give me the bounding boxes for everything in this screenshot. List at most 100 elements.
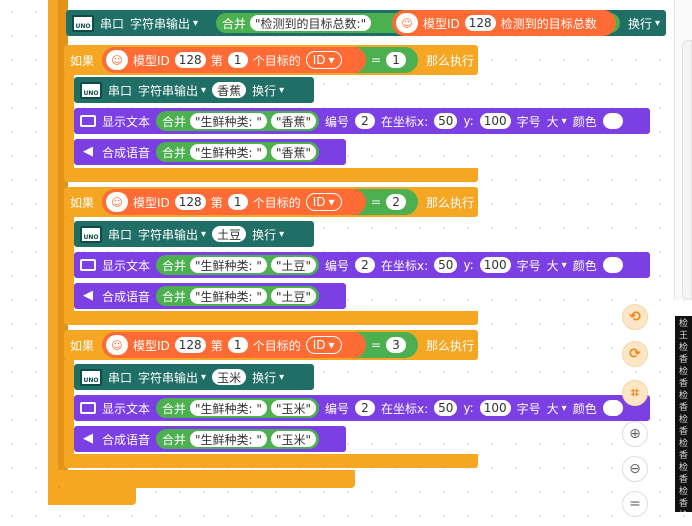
- crop-icon[interactable]: ⌗: [622, 380, 648, 406]
- display-text-block-1[interactable]: 显示文本 合并 "生鲜种类: " "香蕉" 编号 2 在坐标x: 50 y: 1…: [74, 108, 650, 134]
- serial-label: 串口: [100, 16, 125, 31]
- undo-icon[interactable]: ⟲: [622, 304, 648, 330]
- number-value[interactable]: 2: [355, 113, 375, 129]
- serial-output-dropdown[interactable]: 字符串输出: [130, 15, 198, 32]
- serial-print-block-2[interactable]: UNO 串口 字符串输出 土豆 换行: [74, 221, 314, 247]
- fruit-string[interactable]: "玉米": [270, 431, 316, 447]
- y-value[interactable]: 100: [479, 113, 511, 129]
- join-pill[interactable]: 合并 "生鲜种类: " "玉米": [156, 398, 319, 418]
- join-pill[interactable]: 合并 "生鲜种类: " "玉米": [156, 429, 319, 449]
- id-dropdown[interactable]: ID▾: [305, 336, 342, 354]
- redo-icon[interactable]: ⟳: [622, 341, 648, 367]
- speech-block-1[interactable]: ◀ 合成语音 合并 "生鲜种类: " "香蕉": [74, 139, 346, 165]
- id-dropdown[interactable]: ID▾: [305, 51, 342, 69]
- then-label-3: 那么执行: [426, 339, 475, 353]
- fresh-prefix-string[interactable]: "生鲜种类: ": [190, 144, 267, 160]
- model-id-label: 模型ID: [133, 338, 170, 353]
- y-value[interactable]: 100: [479, 257, 511, 273]
- target-id-reporter-3[interactable]: ☺ 模型ID 128 第 1 个目标的 ID▾: [102, 332, 366, 358]
- model-id-value[interactable]: 128: [174, 52, 206, 68]
- font-size-dropdown[interactable]: 大: [547, 257, 567, 274]
- fruit-string[interactable]: "玉米": [270, 400, 316, 416]
- fresh-prefix-string[interactable]: "生鲜种类: ": [190, 257, 267, 273]
- show-text-label: 显示文本: [102, 401, 151, 416]
- serial-output-dropdown[interactable]: 字符串输出: [138, 369, 206, 386]
- fruit-string[interactable]: "土豆": [270, 257, 316, 273]
- serial-output-dropdown[interactable]: 字符串输出: [138, 82, 206, 99]
- display-text-block-2[interactable]: 显示文本 合并 "生鲜种类: " "土豆" 编号 2 在坐标x: 50 y: 1…: [74, 252, 650, 278]
- if-condition-1[interactable]: ☺ 模型ID 128 第 1 个目标的 ID▾ = 1: [102, 47, 418, 73]
- zoom-out-icon[interactable]: ⊖: [622, 456, 648, 482]
- if-condition-3[interactable]: ☺ 模型ID 128 第 1 个目标的 ID▾ = 3: [102, 332, 418, 358]
- join-label: 合并: [162, 145, 187, 160]
- fresh-prefix-string[interactable]: "生鲜种类: ": [190, 431, 267, 447]
- if-foot-2: [64, 311, 478, 325]
- fruit-string[interactable]: "香蕉": [270, 144, 316, 160]
- y-value[interactable]: 100: [479, 400, 511, 416]
- serial-print-block-3[interactable]: UNO 串口 字符串输出 玉米 换行: [74, 364, 314, 390]
- model-id-value[interactable]: 128: [174, 337, 206, 353]
- target-id-reporter-2[interactable]: ☺ 模型ID 128 第 1 个目标的 ID▾: [102, 189, 366, 215]
- nth-value[interactable]: 1: [227, 337, 248, 353]
- fresh-prefix-string[interactable]: "生鲜种类: ": [190, 400, 267, 416]
- fruit-string[interactable]: 香蕉: [212, 82, 247, 98]
- fruit-string[interactable]: "香蕉": [270, 113, 316, 129]
- if-compare-value-2[interactable]: 2: [386, 194, 407, 210]
- if-label-1: 如果: [70, 54, 95, 68]
- fresh-prefix-string[interactable]: "生鲜种类: ": [190, 113, 267, 129]
- fruit-string[interactable]: 土豆: [212, 226, 247, 242]
- reset-icon[interactable]: =: [622, 491, 648, 517]
- newline-dropdown-top[interactable]: 换行: [628, 15, 660, 32]
- zoom-in-icon[interactable]: ⊕: [622, 421, 648, 447]
- id-dropdown[interactable]: ID▾: [305, 193, 342, 211]
- then-label-1: 那么执行: [426, 54, 475, 68]
- newline-dropdown[interactable]: 换行: [252, 226, 284, 243]
- console-strip: 检王检香检香检香检香检香检香检香检王: [675, 316, 692, 512]
- font-label: 字号: [516, 401, 541, 416]
- speech-label: 合成语音: [102, 145, 151, 160]
- target-label: 个目标的: [252, 195, 301, 210]
- model-id-value[interactable]: 128: [464, 15, 496, 31]
- newline-dropdown[interactable]: 换行: [252, 369, 284, 386]
- total-prefix-string[interactable]: "检测到的目标总数:": [250, 15, 372, 31]
- if-compare-value-1[interactable]: 1: [386, 52, 407, 68]
- join-pill[interactable]: 合并 "生鲜种类: " "香蕉": [156, 142, 319, 162]
- model-total-reporter[interactable]: ☺ 模型ID 128 检测到的目标总数: [392, 10, 616, 36]
- speech-block-2[interactable]: ◀ 合成语音 合并 "生鲜种类: " "土豆": [74, 283, 346, 309]
- join-pill[interactable]: 合并 "生鲜种类: " "土豆": [156, 286, 319, 306]
- number-value[interactable]: 2: [355, 257, 375, 273]
- color-picker[interactable]: [602, 257, 623, 273]
- font-size-dropdown[interactable]: 大: [547, 400, 567, 417]
- serial-output-dropdown[interactable]: 字符串输出: [138, 226, 206, 243]
- nth-value[interactable]: 1: [227, 52, 248, 68]
- newline-dropdown[interactable]: 换行: [252, 82, 284, 99]
- color-picker[interactable]: [602, 113, 623, 129]
- if-body-rail-2: [64, 217, 74, 313]
- speech-label: 合成语音: [102, 432, 151, 447]
- nth-value[interactable]: 1: [227, 194, 248, 210]
- font-size-dropdown[interactable]: 大: [547, 113, 567, 130]
- if-body-rail-1: [64, 75, 74, 170]
- fruit-string[interactable]: "土豆": [270, 288, 316, 304]
- speaker-icon: ◀: [83, 144, 93, 159]
- inner-loop-frame: [58, 0, 68, 488]
- serial-print-block-1[interactable]: UNO 串口 字符串输出 香蕉 换行: [74, 77, 314, 103]
- display-text-block-3[interactable]: 显示文本 合并 "生鲜种类: " "玉米" 编号 2 在坐标x: 50 y: 1…: [74, 395, 650, 421]
- if-compare-value-3[interactable]: 3: [386, 337, 407, 353]
- x-value[interactable]: 50: [434, 113, 458, 129]
- join-pill[interactable]: 合并 "生鲜种类: " "土豆": [156, 255, 319, 275]
- join-pill[interactable]: 合并 "生鲜种类: " "香蕉": [156, 111, 319, 131]
- nth-label: 第: [210, 53, 223, 68]
- x-value[interactable]: 50: [434, 400, 458, 416]
- ai-camera-icon: ☺: [106, 192, 128, 212]
- target-id-reporter-1[interactable]: ☺ 模型ID 128 第 1 个目标的 ID▾: [102, 47, 366, 73]
- color-picker[interactable]: [602, 400, 623, 416]
- if-condition-2[interactable]: ☺ 模型ID 128 第 1 个目标的 ID▾ = 2: [102, 189, 418, 215]
- speech-block-3[interactable]: ◀ 合成语音 合并 "生鲜种类: " "玉米": [74, 426, 346, 452]
- number-value[interactable]: 2: [355, 400, 375, 416]
- model-id-value[interactable]: 128: [174, 194, 206, 210]
- join-label: 合并: [162, 432, 187, 447]
- x-value[interactable]: 50: [434, 257, 458, 273]
- fresh-prefix-string[interactable]: "生鲜种类: ": [190, 288, 267, 304]
- fruit-string[interactable]: 玉米: [212, 369, 247, 385]
